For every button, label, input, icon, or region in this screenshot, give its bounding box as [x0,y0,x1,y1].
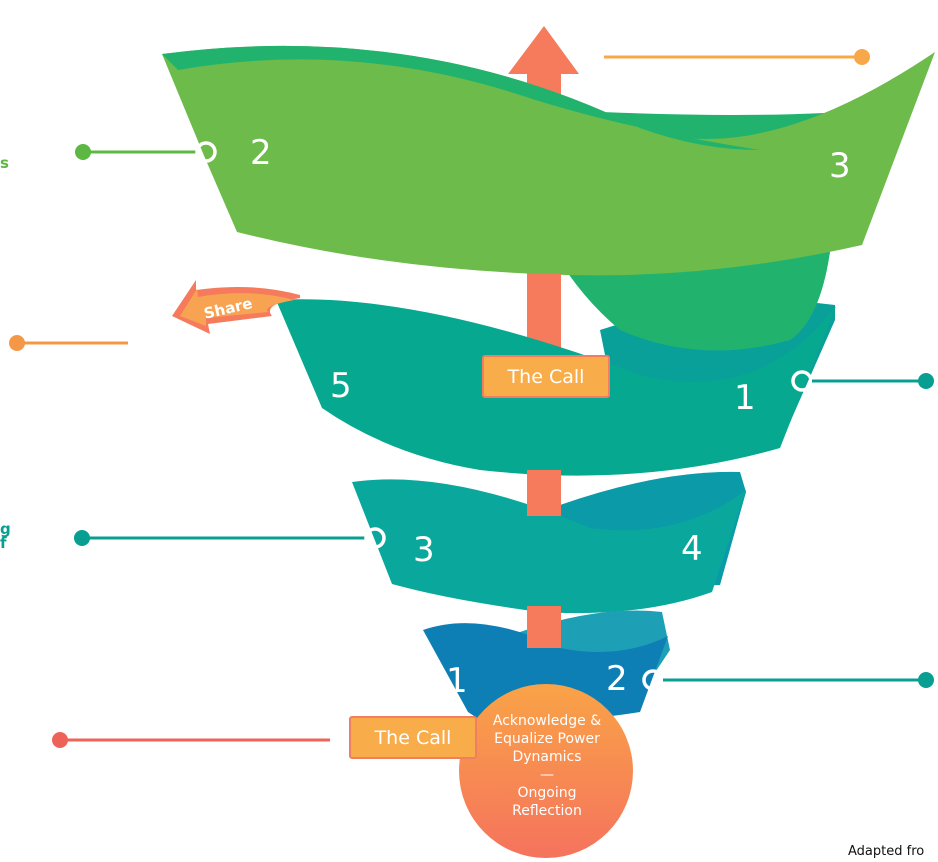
callout-top-left [75,141,217,163]
callout-top-right [604,49,870,65]
tier3-right-number: 4 [681,529,703,569]
spine-segment [527,470,561,516]
spine-segment [527,606,561,648]
tier2-left-number: 5 [330,366,352,406]
tier2-right-number: 1 [734,378,756,418]
circle-line-5: Ongoing [517,785,577,801]
callout-tier3-left [74,527,386,549]
edge-fragment-top-left: s [0,154,9,172]
center-circle [459,684,633,858]
circle-line-3: Dynamics [512,749,582,765]
callout-share [9,335,128,351]
tier4-left-number: 1 [446,661,468,701]
circle-line-4: — [540,767,554,783]
edge-fragment-mid-left-1: g [0,520,11,538]
edge-fragment-mid-left-2: f [0,534,7,552]
center-circle-text: Acknowledge & Equalize Power Dynamics — … [470,712,624,820]
credit-text: Adapted fro [848,844,925,859]
circle-line-6: Reflection [512,803,582,819]
callout-tier2-right [791,370,934,392]
circle-line-1: Acknowledge & [492,713,602,729]
call-label-upper: The Call [482,355,610,398]
circle-line-2: Equalize Power [494,731,600,747]
spine-segment [527,274,561,304]
callout-tier4-right [642,669,934,691]
tier3-left-number: 3 [413,530,435,570]
tier1-left-number: 2 [250,133,272,173]
callout-bottom-left [52,732,330,748]
call-label-lower: The Call [349,716,477,759]
share-arrow [172,280,300,334]
tier4-right-number: 2 [606,659,628,699]
funnel-tier-3 [352,471,746,614]
funnel-tier-1 [162,45,935,351]
tier1-right-number: 3 [829,146,851,186]
